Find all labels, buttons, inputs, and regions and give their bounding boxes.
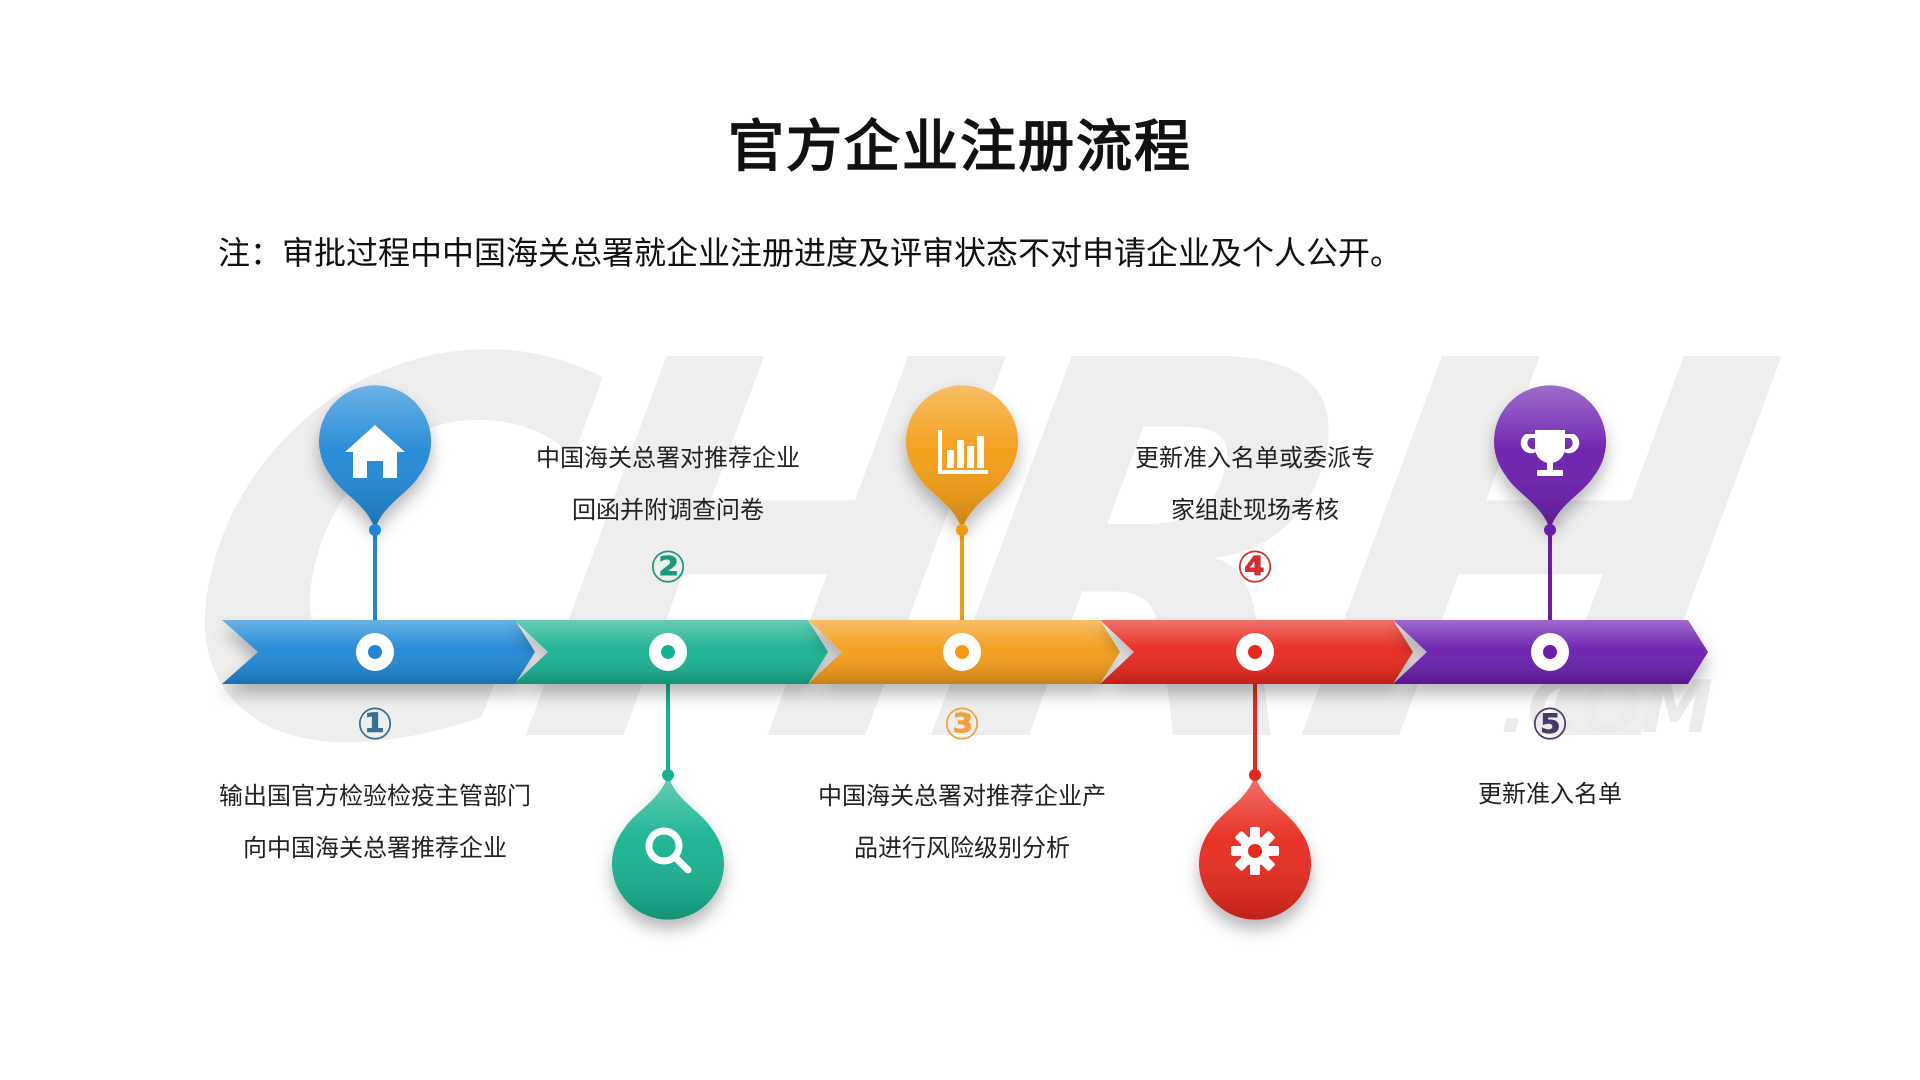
step-4-description: 更新准入名单或委派专 家组赴现场考核 — [1085, 432, 1425, 536]
step-2 — [514, 620, 828, 920]
search-icon — [645, 827, 692, 874]
step-5 — [1393, 385, 1708, 684]
step-1 — [222, 385, 535, 684]
step-1-line2: 向中国海关总署推荐企业 — [243, 834, 507, 862]
step-3-description: 中国海关总署对推荐企业产 品进行风险级别分析 — [792, 770, 1132, 874]
step-5-line1: 更新准入名单 — [1478, 780, 1622, 808]
step-4-line1: 更新准入名单或委派专 — [1135, 444, 1375, 472]
step-4-line2: 家组赴现场考核 — [1171, 496, 1339, 524]
note-text: 注：审批过程中中国海关总署就企业注册进度及评审状态不对申请企业及个人公开。 — [218, 234, 1403, 272]
step-5-description: 更新准入名单 — [1380, 768, 1720, 820]
step-4-number: ④ — [1236, 542, 1274, 593]
step-4 — [1100, 620, 1413, 920]
step-3-line1: 中国海关总署对推荐企业产 — [818, 782, 1106, 810]
step-1-number: ① — [356, 699, 394, 750]
step-3-line2: 品进行风险级别分析 — [854, 834, 1070, 862]
step-5-number: ⑤ — [1531, 699, 1569, 750]
step-3 — [808, 385, 1120, 684]
bar-chart-icon — [938, 430, 988, 474]
step-2-line2: 回函并附调查问卷 — [572, 496, 764, 524]
home-icon — [345, 425, 405, 478]
page-title: 官方企业注册流程 — [728, 115, 1192, 180]
step-2-line1: 中国海关总署对推荐企业 — [536, 444, 800, 472]
trophy-icon — [1520, 430, 1580, 476]
step-2-pin — [612, 775, 724, 920]
step-2-number: ② — [649, 542, 687, 593]
step-1-description: 输出国官方检验检疫主管部门 向中国海关总署推荐企业 — [205, 770, 545, 874]
step-1-line1: 输出国官方检验检疫主管部门 — [219, 782, 531, 810]
step-3-number: ③ — [943, 699, 981, 750]
step-2-description: 中国海关总署对推荐企业 回函并附调查问卷 — [498, 432, 838, 536]
gear-icon — [1231, 827, 1279, 875]
